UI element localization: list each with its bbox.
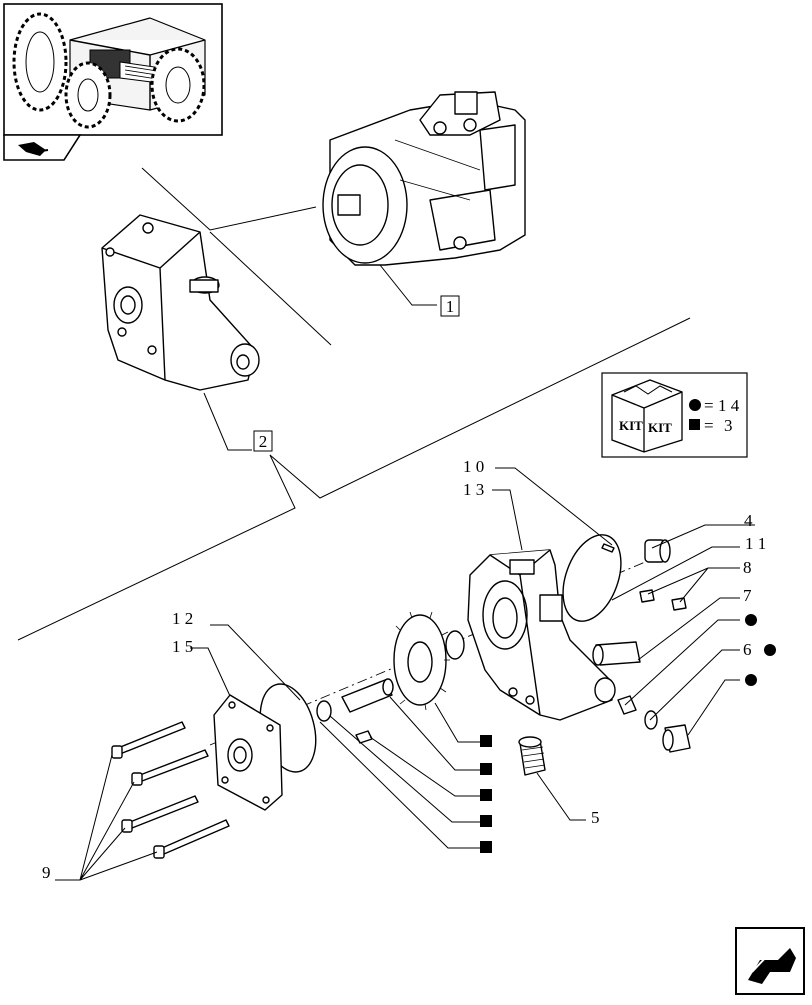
callout-8: 8 [743,558,752,577]
leader-lines-exploded [55,467,755,881]
pump-assembly [322,91,526,266]
kit-square-markers [480,735,492,853]
callout-5: 5 [591,808,600,827]
gear [393,611,450,711]
pin-10 [601,543,615,553]
valve-7 [592,641,641,666]
svg-text:1: 1 [446,297,455,316]
callout-2[interactable]: 2 [253,430,273,452]
callout-6: 6 [743,640,752,659]
square-symbol-icon [689,419,700,430]
end-cover-15 [213,694,283,811]
filter-5 [518,736,546,776]
callout-15: 1 5 [172,637,193,656]
hydraulic-section-icon[interactable] [3,134,82,161]
callout-11: 1 1 [745,534,766,553]
kit-legend: KIT KIT = 1 4 = 3 [601,372,748,458]
svg-text:3: 3 [724,416,733,435]
callout-4: 4 [744,511,753,530]
shaft [341,678,394,713]
o-ring-11 [562,534,622,622]
bushing [316,700,332,722]
fittings-6 [617,695,691,753]
circle-symbol-icon [689,399,701,411]
svg-text:KIT: KIT [648,420,672,435]
pump-cover-assembly [101,214,260,391]
svg-text:=: = [704,396,714,415]
kit-circle-markers [745,614,776,686]
bolts-9 [111,721,230,859]
svg-text:=: = [704,416,714,435]
next-page-arrow-icon[interactable] [735,927,805,995]
svg-text:2: 2 [259,432,268,451]
callout-7: 7 [743,586,752,605]
screws-8 [639,589,687,611]
svg-text:1 4: 1 4 [718,396,740,415]
bearing [445,630,465,660]
pump-housing [467,549,616,721]
callout-1[interactable]: 1 [440,295,460,317]
tractor-thumbnail-icon[interactable] [3,3,223,136]
callout-12: 1 2 [172,609,193,628]
callout-10: 1 0 [463,457,484,476]
plug-4 [644,539,671,563]
callout-13: 1 3 [463,480,484,499]
svg-text:KIT: KIT [619,418,643,433]
leader-lines-top [17,167,691,641]
kit-box-icon: KIT KIT [611,379,683,453]
callout-9: 9 [42,863,51,882]
